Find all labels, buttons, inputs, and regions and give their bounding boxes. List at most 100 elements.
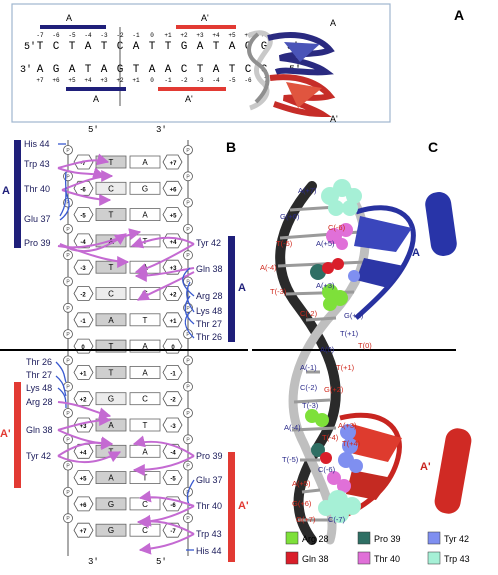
base-left: C <box>108 290 114 299</box>
base-box-right <box>129 208 161 222</box>
residue-label: Thr 40 <box>24 184 50 194</box>
phosphate-left-label: P <box>66 411 70 417</box>
base-box-left <box>95 471 127 485</box>
top-base: G <box>181 41 188 53</box>
phosphate-right-label: P <box>186 464 190 470</box>
base-left: T <box>109 211 114 220</box>
legend-label: Thr 40 <box>374 554 400 564</box>
site-a-prime-bar-bottom <box>158 87 226 91</box>
phosphate-right <box>183 460 193 471</box>
base-right: C <box>142 395 148 404</box>
phosphate-left <box>63 276 73 287</box>
bottom-base: A <box>149 64 156 76</box>
sugar-left <box>73 312 94 328</box>
phosphate-right-label: P <box>186 280 190 286</box>
phosphate-left <box>63 355 73 366</box>
base-right: A <box>142 342 148 351</box>
panel-b-label: B <box>226 139 236 155</box>
phosphate-right <box>183 171 193 182</box>
nucleotide-label-upper: T(0) <box>358 341 372 350</box>
base-left: G <box>108 526 114 535</box>
panel-a-label: A <box>454 7 464 23</box>
bottom-position: +7 <box>36 77 44 84</box>
right-position: +2 <box>170 293 178 299</box>
site-a-prime-label-bottom: A' <box>185 94 193 104</box>
nucleotide-label-upper: T(-5) <box>276 239 293 248</box>
base-left: A <box>108 316 114 325</box>
sugar-left <box>73 522 94 538</box>
sugar-left <box>73 286 94 301</box>
bottom-base: A <box>37 64 44 76</box>
bottom-position: +2 <box>116 77 124 84</box>
sugar-left <box>73 259 94 275</box>
residue-label: Tyr 42 <box>196 238 221 248</box>
phosphate-right <box>183 513 193 524</box>
phosphate-left-label: P <box>66 385 70 391</box>
bottom-base: T <box>133 64 140 76</box>
panel-c-site-a: A <box>412 247 420 259</box>
right-position: -1 <box>170 371 176 377</box>
phosphate-right-label: P <box>186 385 190 391</box>
bottom-position: +4 <box>84 77 92 84</box>
contact-lines <box>55 143 195 555</box>
top-position: +5 <box>228 32 236 39</box>
bottom-position: +1 <box>132 77 140 84</box>
base-right: C <box>142 500 148 509</box>
top-position: -4 <box>84 32 92 39</box>
base-box-right <box>129 313 161 327</box>
nucleotide-label-lower: T(-3) <box>302 401 319 410</box>
left-position: -3 <box>80 266 86 272</box>
right-position: -7 <box>170 529 176 535</box>
residue-label: Pro 39 <box>196 451 223 461</box>
legend-swatch <box>357 551 371 565</box>
phosphate-right <box>183 250 193 261</box>
sugar-right <box>162 286 183 301</box>
bottom-strand-3prime: 3' <box>20 64 32 76</box>
nucleotide-label-lower: C(-7) <box>328 515 346 524</box>
legend-label: Arg 28 <box>302 534 329 544</box>
top-position: +4 <box>212 32 220 39</box>
legend-label: Trp 43 <box>444 554 470 564</box>
right-position: -3 <box>170 424 176 430</box>
bottom-base: A <box>213 64 220 76</box>
nucleotide-label-upper: C(-2) <box>300 309 318 318</box>
right-strand-3prime: 3' <box>156 125 167 135</box>
top-position: +3 <box>196 32 204 39</box>
base-left: T <box>109 368 114 377</box>
bottom-position: +3 <box>100 77 108 84</box>
phosphate-left-label: P <box>66 358 70 364</box>
base-right: A <box>142 368 148 377</box>
phosphate-left-label: P <box>66 332 70 338</box>
residue-label: Lys 48 <box>196 306 222 316</box>
panel-c-site-a-prime: A' <box>420 461 431 473</box>
phosphate-right-label: P <box>186 516 190 522</box>
top-base: A <box>85 41 92 53</box>
phosphate-left <box>63 408 73 418</box>
site-a-bar-bottom <box>66 87 126 91</box>
base-left: A <box>108 421 114 430</box>
bottom-position: +6 <box>52 77 60 84</box>
nucleotide-label-lower: A(+5) <box>292 479 311 488</box>
top-base: T <box>37 41 44 53</box>
bottom-base: G <box>117 64 124 76</box>
nucleotide-label-lower: C(-6) <box>318 465 336 474</box>
nucleotide-label-lower: C(-2) <box>300 383 318 392</box>
base-box-right <box>129 365 161 379</box>
phosphate-right-label: P <box>186 411 190 417</box>
base-box-left <box>95 365 127 379</box>
bottom-base: C <box>181 64 188 76</box>
phosphate-left-label: P <box>66 280 70 286</box>
residue-label: His 44 <box>196 546 222 556</box>
left-position: +4 <box>80 450 88 456</box>
bottom-position: -1 <box>164 77 172 84</box>
phosphate-left <box>63 223 73 234</box>
phosphate-left-label: P <box>66 174 70 180</box>
phosphate-left <box>63 250 73 261</box>
phosphate-left-label: P <box>66 437 70 443</box>
bottom-position: -4 <box>212 77 220 84</box>
bottom-base: C <box>245 64 252 76</box>
right-strand-5prime: 5' <box>156 557 167 567</box>
top-base: G <box>261 41 268 53</box>
